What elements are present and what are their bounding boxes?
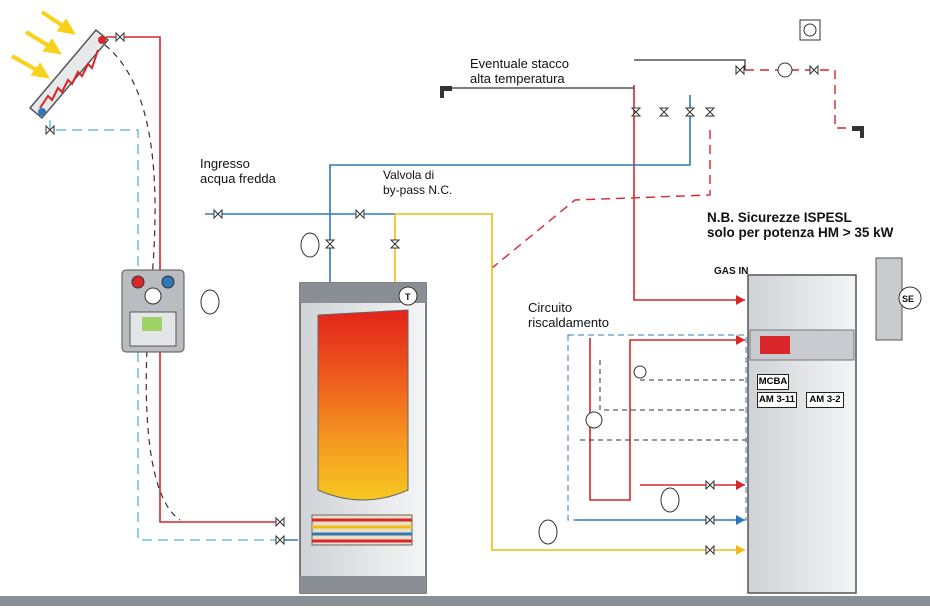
boiler-flow-pipe bbox=[589, 338, 745, 501]
heating-flow-pipe bbox=[633, 85, 745, 301]
am-3-2-box: AM 3-2 bbox=[806, 392, 844, 408]
valve-icons bbox=[45, 31, 819, 556]
tap-icon bbox=[440, 86, 452, 98]
heating-pump-icon bbox=[585, 411, 603, 429]
solar-expansion-vessel-icon bbox=[200, 289, 220, 315]
external-wall bbox=[875, 257, 903, 341]
timer-clock-icon bbox=[799, 19, 821, 41]
am-3-11-box: AM 3-11 bbox=[757, 392, 797, 408]
tank-thermometer-icon bbox=[398, 286, 418, 306]
solar-return-pipe bbox=[49, 120, 280, 541]
thermometer-label: T bbox=[405, 292, 411, 302]
cold-water-inlet-label: Ingresso acqua fredda bbox=[200, 156, 276, 186]
gas-in-label: GAS IN bbox=[714, 266, 749, 277]
heating-circuit-dashed-box bbox=[567, 334, 747, 521]
solar-collector bbox=[28, 28, 110, 120]
heating-circuit-label: Circuito riscaldamento bbox=[528, 300, 609, 330]
external-sensor-label: SE bbox=[902, 294, 915, 304]
boiler-pump-icon bbox=[633, 365, 647, 379]
external-sensor-icon bbox=[898, 286, 922, 310]
heating-expansion-vessel-icon bbox=[660, 487, 680, 513]
tap-icon-2 bbox=[852, 126, 864, 138]
storage-tank bbox=[299, 282, 427, 594]
pipe-arrows bbox=[736, 295, 745, 555]
high-temp-outlet-label: Eventuale stacco alta temperatura bbox=[470, 56, 570, 86]
sun-rays-icon bbox=[11, 10, 76, 79]
dhw-outlet-pipe bbox=[395, 213, 745, 551]
cold-water-pipe bbox=[205, 95, 691, 215]
floor-bar bbox=[0, 596, 930, 606]
mixer-supply bbox=[634, 59, 746, 70]
safety-expansion-vessel-icon bbox=[538, 519, 558, 545]
control-wire-1 bbox=[599, 360, 780, 411]
ispesl-note: N.B. Sicurezze ISPESL solo per potenza H… bbox=[707, 210, 894, 240]
bypass-valve-label: Valvola di by-pass N.C. bbox=[383, 168, 453, 197]
boiler-unit bbox=[747, 274, 857, 594]
mcba-box: MCBA bbox=[757, 374, 789, 390]
recirc-pipe bbox=[745, 69, 862, 129]
recirc-pump-icon bbox=[777, 62, 793, 78]
solar-control-unit bbox=[121, 269, 185, 353]
dhw-expansion-vessel-icon bbox=[300, 232, 320, 258]
high-temp-branch bbox=[491, 130, 711, 269]
